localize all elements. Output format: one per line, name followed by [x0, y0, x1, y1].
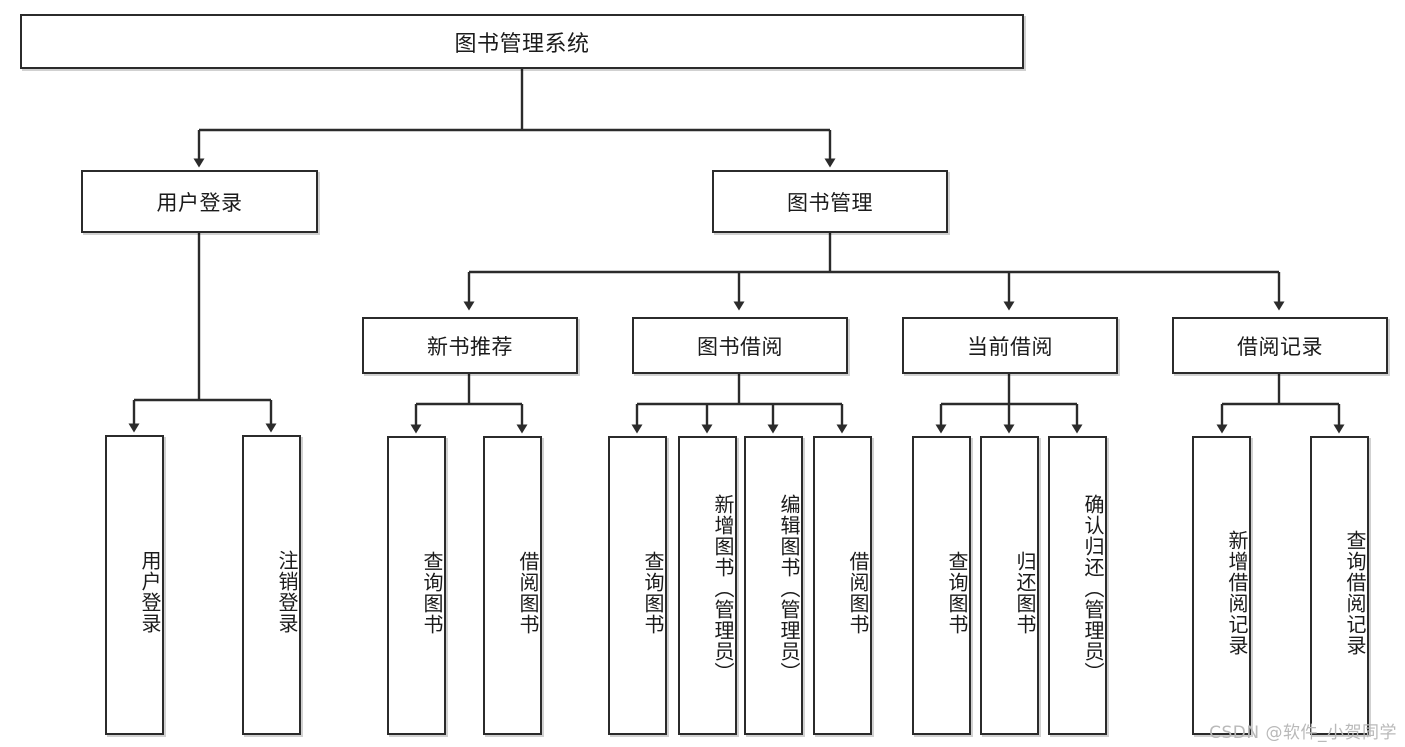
- node-label: 归还图书: [1013, 550, 1037, 635]
- node-label: 当前借阅: [967, 334, 1053, 359]
- node-label: 编辑图书（管理员）: [777, 494, 801, 683]
- leaf-user-login[interactable]: 用户登录: [105, 435, 164, 735]
- leaf-edit-book-admin[interactable]: 编辑图书（管理员）: [744, 436, 803, 735]
- watermark: CSDN @软件_小贺同学: [1209, 723, 1397, 743]
- node-label: 用户登录: [138, 550, 162, 634]
- node-current-borrowing[interactable]: 当前借阅: [902, 317, 1118, 374]
- leaf-borrow-books-recommendation[interactable]: 借阅图书: [483, 436, 542, 735]
- leaf-confirm-return-admin[interactable]: 确认归还（管理员）: [1048, 436, 1107, 735]
- leaf-add-borrowing-record[interactable]: 新增借阅记录: [1192, 436, 1251, 735]
- node-label: 用户登录: [156, 190, 243, 215]
- node-label: 图书借阅: [697, 334, 783, 359]
- node-new-book-recommendation[interactable]: 新书推荐: [362, 317, 578, 374]
- node-label: 借阅记录: [1237, 334, 1323, 359]
- node-user-login[interactable]: 用户登录: [81, 170, 318, 233]
- node-root-book-management-system[interactable]: 图书管理系统: [20, 14, 1024, 69]
- leaf-return-books[interactable]: 归还图书: [980, 436, 1039, 735]
- leaf-add-book-admin[interactable]: 新增图书（管理员）: [678, 436, 737, 735]
- node-label: 确认归还（管理员）: [1081, 494, 1105, 683]
- node-label: 图书管理: [787, 190, 873, 215]
- node-label: 新增借阅记录: [1225, 529, 1249, 656]
- leaf-query-books-borrowing[interactable]: 查询图书: [608, 436, 667, 735]
- node-label: 借阅图书: [516, 550, 540, 635]
- node-label: 新增图书（管理员）: [711, 494, 735, 683]
- leaf-query-books-current[interactable]: 查询图书: [912, 436, 971, 735]
- node-label: 图书管理系统: [454, 31, 590, 57]
- node-label: 查询图书: [945, 550, 969, 635]
- node-label: 查询图书: [641, 550, 665, 635]
- leaf-query-borrowing-record[interactable]: 查询借阅记录: [1310, 436, 1369, 735]
- node-label: 新书推荐: [427, 334, 513, 359]
- node-label: 查询图书: [420, 550, 444, 635]
- node-label: 借阅图书: [846, 550, 870, 635]
- leaf-borrow-books-borrowing[interactable]: 借阅图书: [813, 436, 872, 735]
- node-label: 查询借阅记录: [1343, 529, 1367, 656]
- leaf-logout[interactable]: 注销登录: [242, 435, 301, 735]
- leaf-query-books-recommendation[interactable]: 查询图书: [387, 436, 446, 735]
- node-book-management[interactable]: 图书管理: [712, 170, 948, 233]
- node-book-borrowing[interactable]: 图书借阅: [632, 317, 848, 374]
- node-borrowing-records[interactable]: 借阅记录: [1172, 317, 1388, 374]
- node-label: 注销登录: [275, 550, 299, 634]
